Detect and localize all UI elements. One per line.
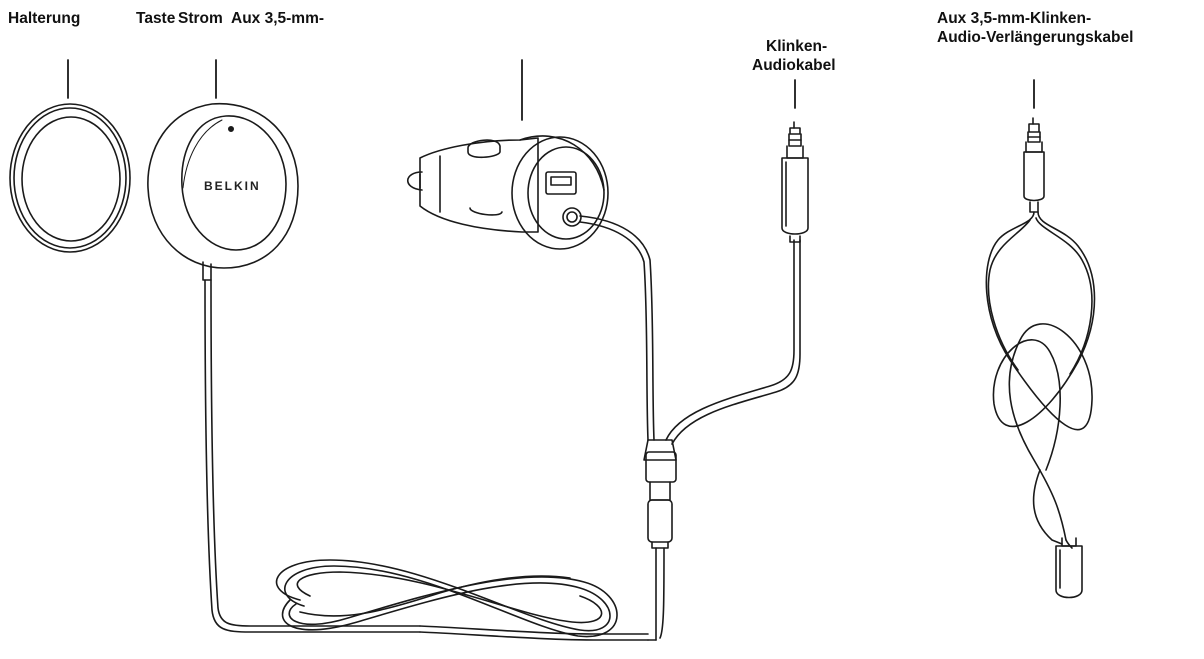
status-led [228,126,235,133]
leader-lines [67,59,1035,121]
label-aux-cable-line3: Audiokabel [752,57,836,74]
cable-coil [275,559,649,641]
extension-cable [985,117,1096,599]
usb-port [545,171,577,195]
label-halterung: Halterung [8,10,81,27]
label-taste: Taste [136,10,176,27]
label-extension-cable-line2: Audio-Verlängerungskabel [937,29,1134,46]
button-puck: BELKIN [147,102,299,281]
charger-cable-socket [562,207,582,227]
label-aux-cable-line2: Klinken- [766,38,828,55]
label-strom: Strom [178,10,223,27]
charger-cable [579,215,655,441]
aux-cable-plug [781,121,809,243]
label-extension-cable-line1: Aux 3,5-mm-Klinken- [937,10,1092,27]
y-splitter [643,239,801,641]
button-cable [204,279,421,633]
label-aux-cable-line1: Aux 3,5-mm- [231,10,325,27]
mount-ring [9,103,131,253]
brand-logo: BELKIN [204,179,261,193]
car-charger [406,135,609,250]
